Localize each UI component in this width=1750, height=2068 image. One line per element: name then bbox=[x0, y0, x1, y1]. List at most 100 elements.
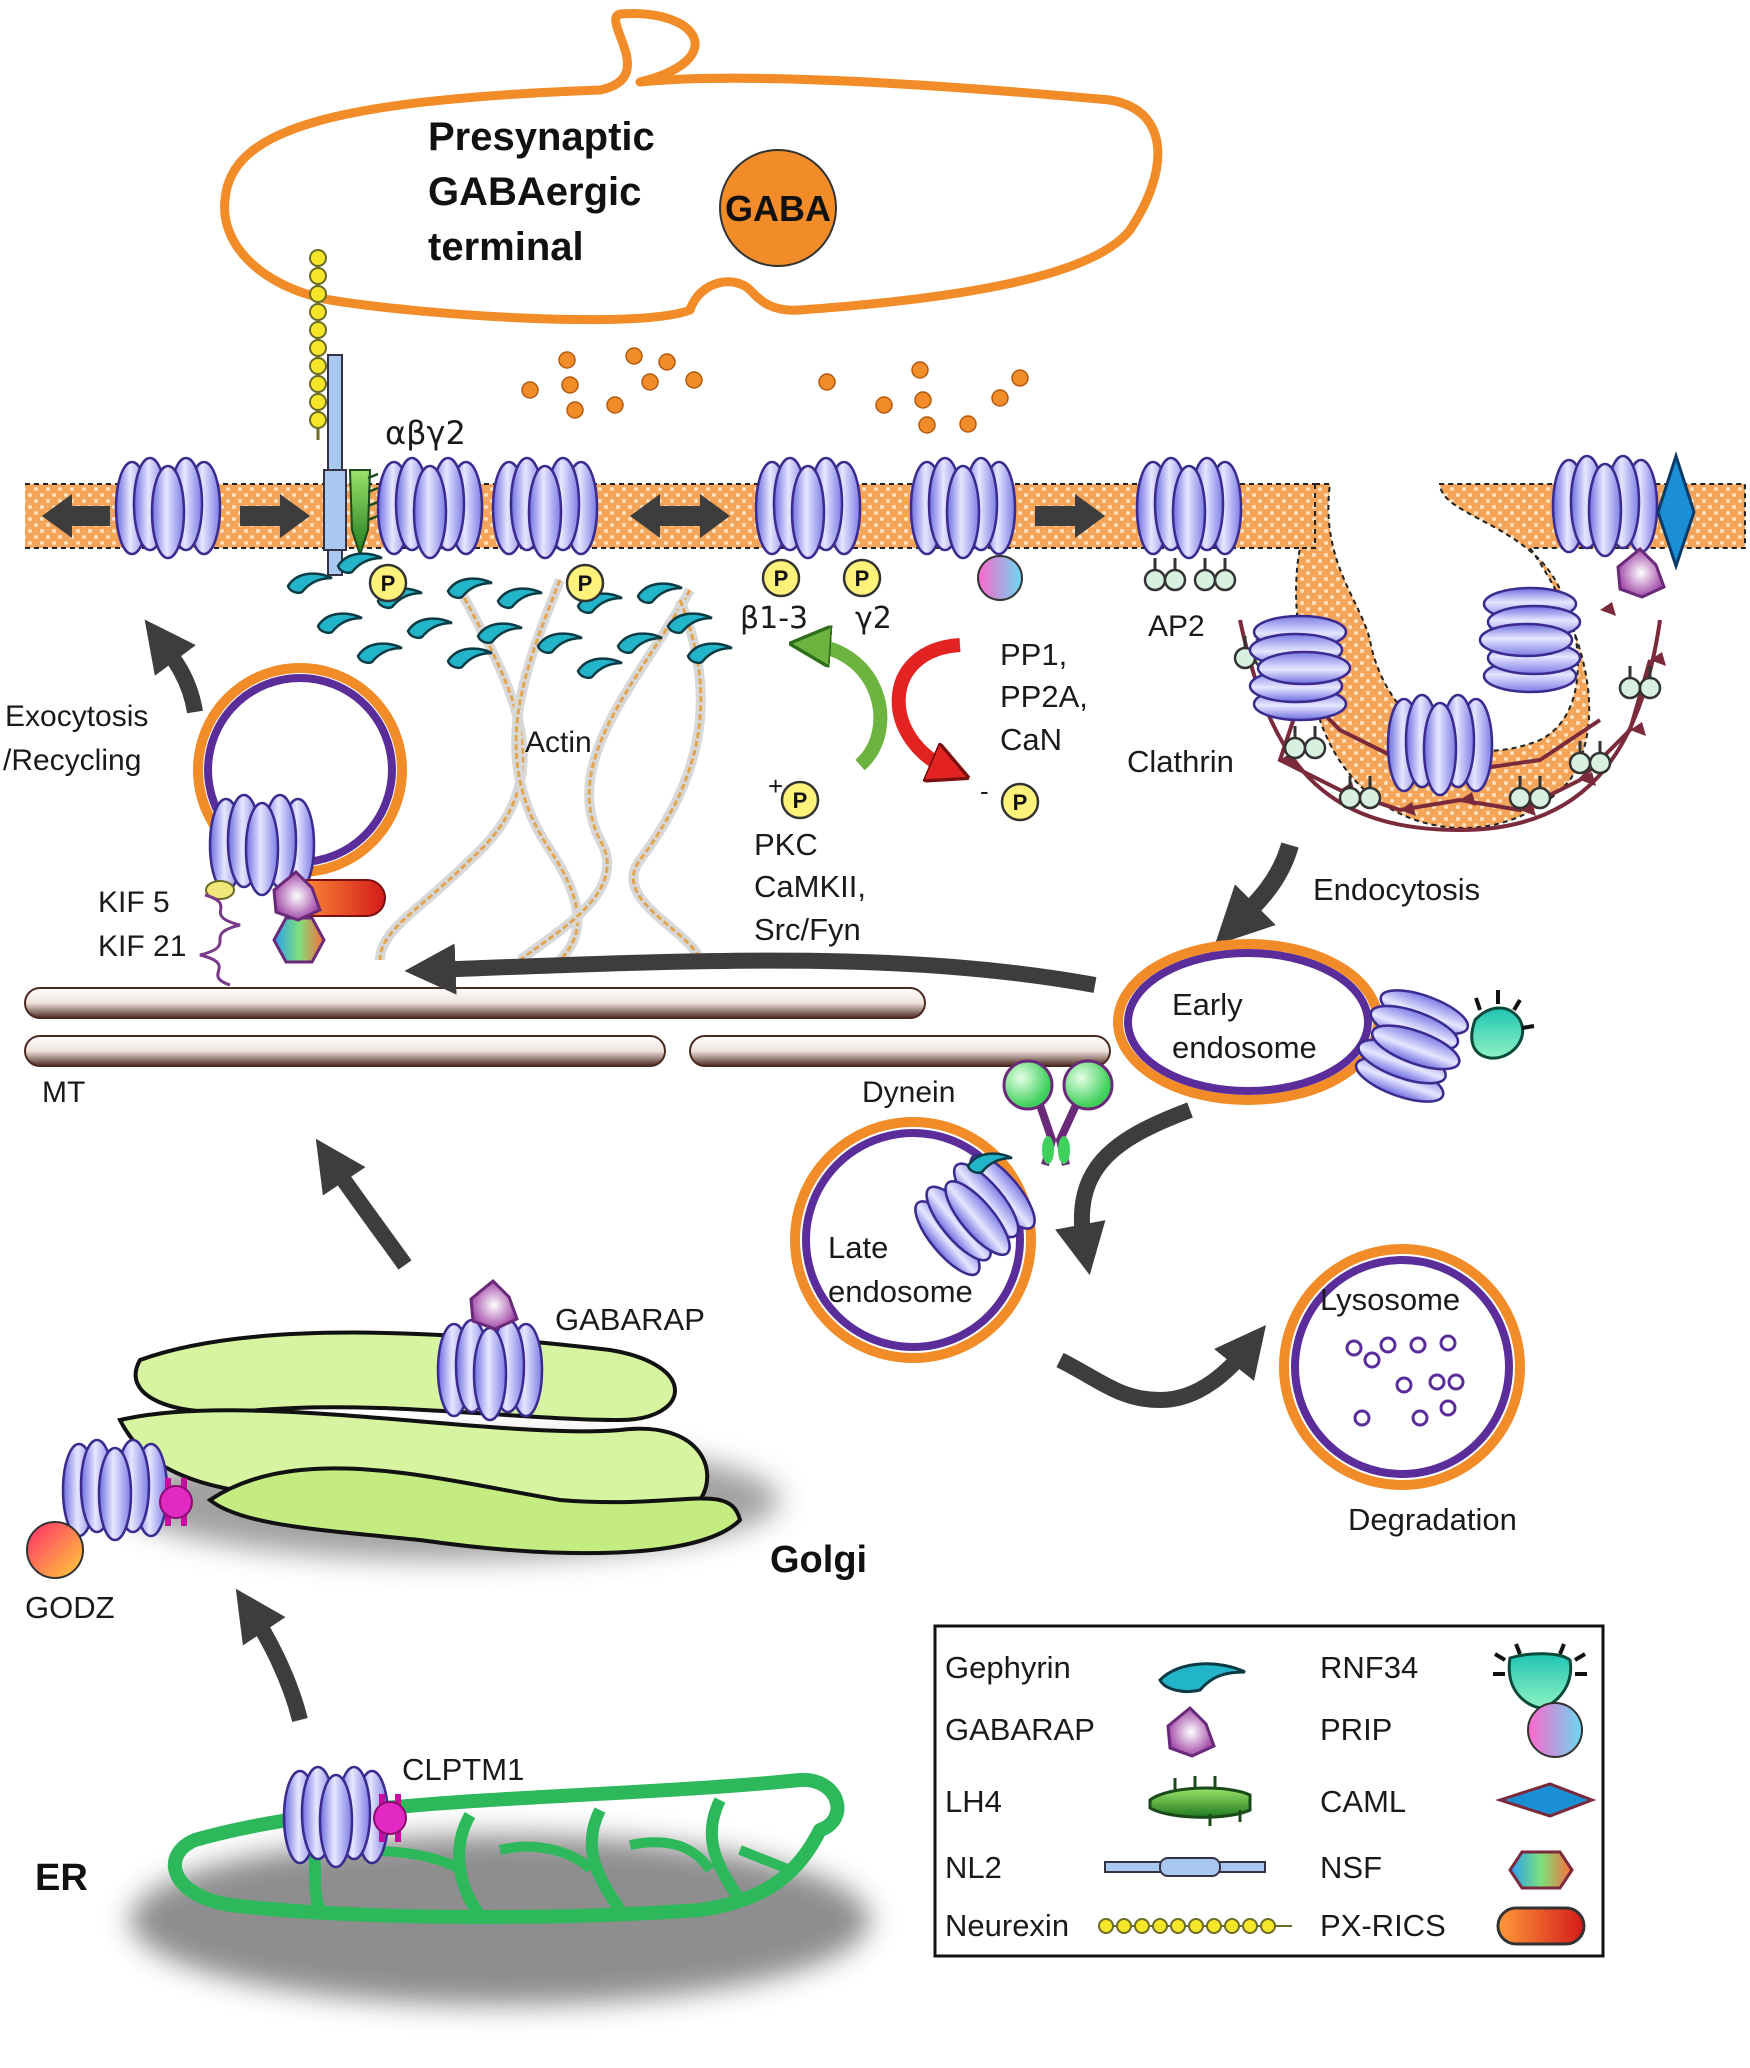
phosphatase-minus-sign: - bbox=[980, 776, 989, 806]
er-label: ER bbox=[35, 1857, 88, 1899]
phospho-added-label: P bbox=[793, 788, 808, 813]
dynein-motor bbox=[966, 1059, 1114, 1174]
presynaptic-label-line1: Presynaptic bbox=[428, 115, 655, 159]
actin-filaments bbox=[375, 578, 706, 965]
early-to-late-arrow bbox=[1055, 1102, 1193, 1276]
clptm1-label: CLPTM1 bbox=[402, 1752, 524, 1787]
legend-px-rics: PX-RICS bbox=[1320, 1908, 1446, 1943]
early-endosome-label-line1: Early bbox=[1172, 987, 1243, 1022]
legend-nsf: NSF bbox=[1320, 1850, 1382, 1885]
nsf-exocytic bbox=[272, 916, 326, 964]
lysosome-degraded-particles bbox=[1345, 1334, 1465, 1427]
gabarap-golgi-icon bbox=[469, 1279, 519, 1331]
gamma-subunit-label: γ2 bbox=[855, 601, 892, 636]
receptor-ap2-bound bbox=[1135, 456, 1243, 560]
prip-bound-icon bbox=[977, 555, 1023, 601]
legend-gabarap: GABARAP bbox=[945, 1712, 1095, 1747]
late-endosome-inner bbox=[802, 1129, 1024, 1351]
godz-label: GODZ bbox=[25, 1590, 115, 1625]
gabarap-membrane-icon bbox=[1616, 547, 1666, 599]
legend-rnf34: RNF34 bbox=[1320, 1650, 1418, 1685]
gabarap-label: GABARAP bbox=[555, 1302, 705, 1337]
legend-caml: CAML bbox=[1320, 1784, 1406, 1819]
legend-px-rics-icon bbox=[1496, 1906, 1586, 1946]
early-endosome-outer bbox=[1113, 939, 1383, 1105]
receptor-synaptic-2 bbox=[491, 456, 599, 560]
legend-nsf-icon bbox=[1508, 1850, 1574, 1890]
microtubule-1 bbox=[24, 987, 926, 1019]
legend-rnf34-icon bbox=[1493, 1643, 1587, 1710]
legend-nl2: NL2 bbox=[945, 1850, 1002, 1885]
phospho-site-beta-label: P bbox=[774, 566, 789, 591]
endocytosis-label: Endocytosis bbox=[1313, 872, 1480, 907]
legend-gephyrin: Gephyrin bbox=[945, 1650, 1071, 1685]
clathrin-label: Clathrin bbox=[1127, 744, 1234, 779]
exocytosis-arrow bbox=[144, 619, 203, 714]
kif21-label: KIF 21 bbox=[98, 930, 186, 963]
presynaptic-label-line2: GABAergic bbox=[428, 170, 641, 214]
receptor-golgi-godz bbox=[61, 1438, 169, 1542]
receptor-er bbox=[282, 1765, 390, 1869]
golgi-to-mt-arrow bbox=[315, 1138, 412, 1270]
legend-caml-icon bbox=[1495, 1782, 1597, 1818]
legend-neurexin: Neurexin bbox=[945, 1908, 1069, 1943]
godz-icon bbox=[26, 1521, 84, 1579]
gaba-vesicle bbox=[719, 149, 837, 267]
receptor-endocytic-3 bbox=[1478, 586, 1582, 694]
kif5-label: KIF 5 bbox=[98, 886, 170, 919]
receptor-caml-bound bbox=[1551, 454, 1659, 558]
phosphatase-pp2a: PP2A, bbox=[1000, 679, 1088, 714]
phospho-site-gamma-label: P bbox=[855, 566, 870, 591]
kinase-camkii: CaMKII, bbox=[754, 869, 866, 904]
actin-label: Actin bbox=[525, 726, 592, 759]
caml-icon bbox=[1656, 451, 1696, 571]
receptor-endocytic-1 bbox=[1248, 614, 1352, 722]
kinase-arrow bbox=[810, 645, 888, 771]
microtubule-2 bbox=[24, 1035, 666, 1067]
endoplasmic-reticulum bbox=[130, 1773, 870, 2005]
exocytosis-label-line1: Exocytosis bbox=[5, 700, 148, 733]
presynaptic-label-line3: terminal bbox=[428, 225, 584, 269]
legend-nl2-icon bbox=[1104, 1857, 1266, 1877]
legend-prip: PRIP bbox=[1320, 1712, 1392, 1747]
gephyrin-scaffold bbox=[286, 552, 734, 679]
receptor-golgi-1 bbox=[436, 1318, 544, 1422]
golgi-apparatus bbox=[117, 1330, 780, 1560]
phospho-removed-label: P bbox=[1013, 790, 1028, 815]
legend-neurexin-icon bbox=[1098, 1918, 1292, 1934]
kinase-src-fyn: Src/Fyn bbox=[754, 912, 861, 947]
lysosome-inner bbox=[1291, 1256, 1513, 1478]
rnf34-on-receptor-icon bbox=[1470, 990, 1535, 1060]
ap2-label: AP2 bbox=[1148, 610, 1205, 643]
receptor-subunits-label: αβγ2 bbox=[385, 414, 466, 452]
legend: Gephyrin GABARAP LH4 NL2 Neurexin RNF34 … bbox=[933, 1624, 1605, 1958]
dynein-label: Dynein bbox=[862, 1076, 955, 1109]
legend-lh4: LH4 bbox=[945, 1784, 1002, 1819]
phospho-site-1-label: P bbox=[381, 571, 396, 596]
phosphatase-arrow bbox=[891, 638, 960, 770]
presynaptic-terminal-outline bbox=[220, 9, 1163, 325]
mt-label: MT bbox=[42, 1076, 85, 1109]
legend-gephyrin-icon bbox=[1158, 1662, 1246, 1694]
phospho-site-2-label: P bbox=[578, 571, 593, 596]
receptor-synaptic-1 bbox=[376, 456, 484, 560]
phosphatase-pp1: PP1, bbox=[1000, 637, 1067, 672]
endocytosis-arrow bbox=[1214, 842, 1299, 946]
legend-prip-icon bbox=[1527, 1702, 1583, 1758]
kinase-plus-sign: + bbox=[768, 771, 783, 801]
beta-subunit-label: β1-3 bbox=[740, 601, 808, 636]
receptor-extrasynaptic-1 bbox=[114, 456, 222, 560]
degradation-label: Degradation bbox=[1348, 1502, 1517, 1537]
er-to-golgi-arrow bbox=[235, 1588, 308, 1722]
legend-box bbox=[933, 1624, 1605, 1958]
lysosome-label: Lysosome bbox=[1320, 1282, 1460, 1317]
recycling-arrow bbox=[404, 943, 1097, 995]
gaba-label: GABA bbox=[725, 188, 831, 229]
late-to-lysosome-arrow bbox=[1056, 1325, 1266, 1409]
golgi-label: Golgi bbox=[770, 1539, 867, 1581]
lateral-diffusion-arrows bbox=[42, 494, 1105, 538]
receptor-endocytic-2 bbox=[1386, 693, 1494, 797]
gaba-molecules bbox=[521, 347, 1029, 434]
lysosome-outer bbox=[1279, 1244, 1525, 1490]
